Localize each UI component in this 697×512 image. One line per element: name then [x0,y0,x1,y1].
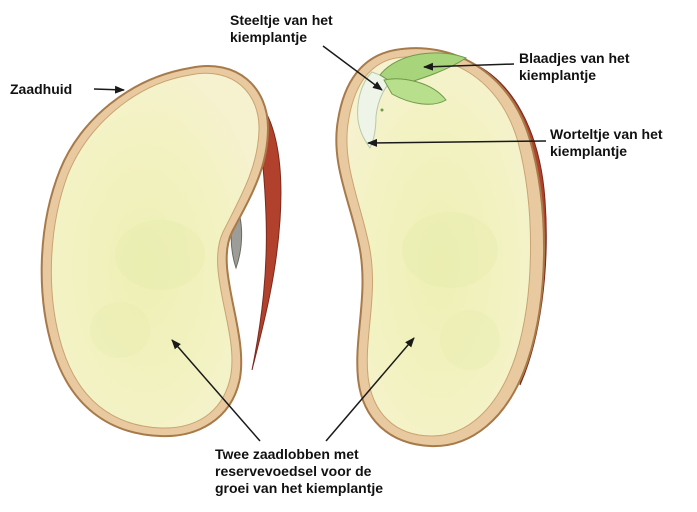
label-cotyledons: Twee zaadlobben met reservevoedsel voor … [215,446,383,497]
label-stem-line-1: Steeltje van het [230,12,333,29]
arrow-seed-coat [94,89,124,90]
right-shade-spot [440,310,500,370]
label-seed-coat: Zaadhuid [10,81,72,98]
left-shade-spot [90,302,150,358]
label-seed-coat-text: Zaadhuid [10,81,72,98]
label-stem: Steeltje van het kiemplantje [230,12,333,46]
label-root: Worteltje van het kiemplantje [550,126,663,160]
label-root-line-2: kiemplantje [550,143,663,160]
label-leaves-line-1: Blaadjes van het [519,50,630,67]
embryo-dot [381,109,384,112]
label-stem-line-2: kiemplantje [230,29,333,46]
label-cotyledons-line-1: Twee zaadlobben met [215,446,383,463]
label-cotyledons-line-3: groei van het kiemplantje [215,480,383,497]
label-leaves-line-2: kiemplantje [519,67,630,84]
label-cotyledons-line-2: reservevoedsel voor de [215,463,383,480]
label-root-line-1: Worteltje van het [550,126,663,143]
left-cotyledon [42,66,281,436]
right-shade-spot [402,212,498,288]
label-leaves: Blaadjes van het kiemplantje [519,50,630,84]
left-shade-spot [115,220,205,290]
